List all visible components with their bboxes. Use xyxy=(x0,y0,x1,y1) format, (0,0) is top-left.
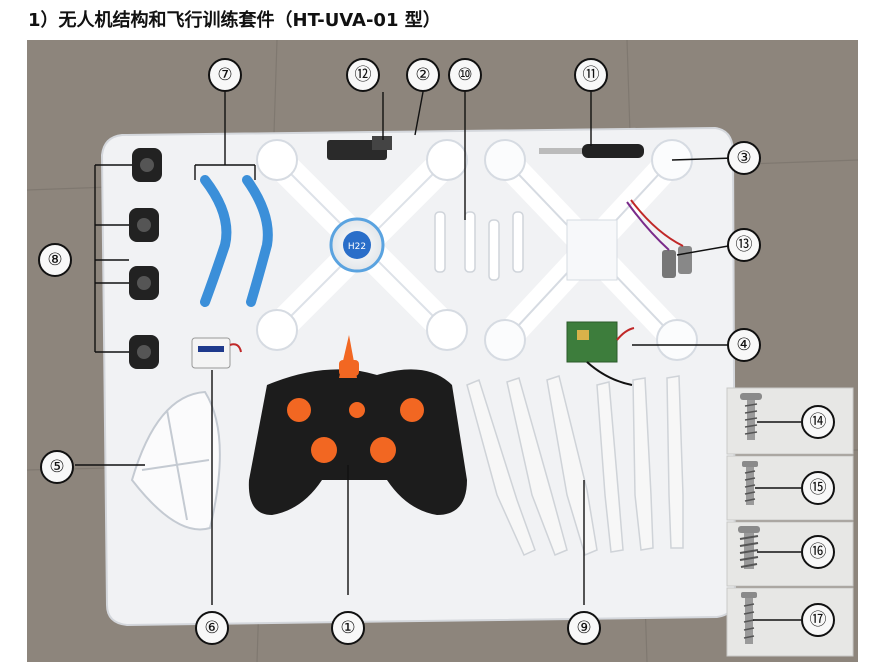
callout-7: ⑦ xyxy=(208,58,242,92)
leader-lines xyxy=(75,91,801,621)
callout-2: ② xyxy=(406,58,440,92)
landing-skids xyxy=(200,175,273,307)
callout-5: ⑤ xyxy=(40,450,74,484)
drone-frame-bottom xyxy=(484,139,698,361)
flight-control-board xyxy=(566,321,635,386)
callout-1: ① xyxy=(331,611,365,645)
remote-controller xyxy=(248,335,467,515)
callout-17: ⑰ xyxy=(801,603,835,637)
callout-6: ⑥ xyxy=(195,611,229,645)
landing-legs xyxy=(434,211,524,281)
page-title: 1）无人机结构和飞行训练套件（HT-UVA-01 型） xyxy=(28,10,441,31)
screwdriver xyxy=(539,144,644,158)
callout-3: ③ xyxy=(727,141,761,175)
battery xyxy=(191,337,242,369)
screw-16 xyxy=(738,526,760,569)
callout-11: ⑪ xyxy=(574,58,608,92)
callout-9: ⑨ xyxy=(567,611,601,645)
propellers xyxy=(466,375,684,557)
usb-charger xyxy=(327,136,392,160)
drone-frame-top: H22 xyxy=(256,139,468,351)
callout-4: ④ xyxy=(727,328,761,362)
screw-15 xyxy=(742,461,758,505)
motor-set xyxy=(129,148,162,369)
callout-15: ⑮ xyxy=(801,471,835,505)
propeller-guard xyxy=(130,390,221,531)
callout-10: ⑩ xyxy=(448,58,482,92)
callout-8: ⑧ xyxy=(38,243,72,277)
callout-12: ⑫ xyxy=(346,58,380,92)
callout-14: ⑭ xyxy=(801,405,835,439)
screw-14 xyxy=(740,393,762,440)
kit-photo: H22 xyxy=(27,40,858,662)
callout-16: ⑯ xyxy=(801,535,835,569)
drone-badge-text: H22 xyxy=(348,242,366,252)
screw-17 xyxy=(741,592,757,644)
callout-13: ⑬ xyxy=(727,228,761,262)
